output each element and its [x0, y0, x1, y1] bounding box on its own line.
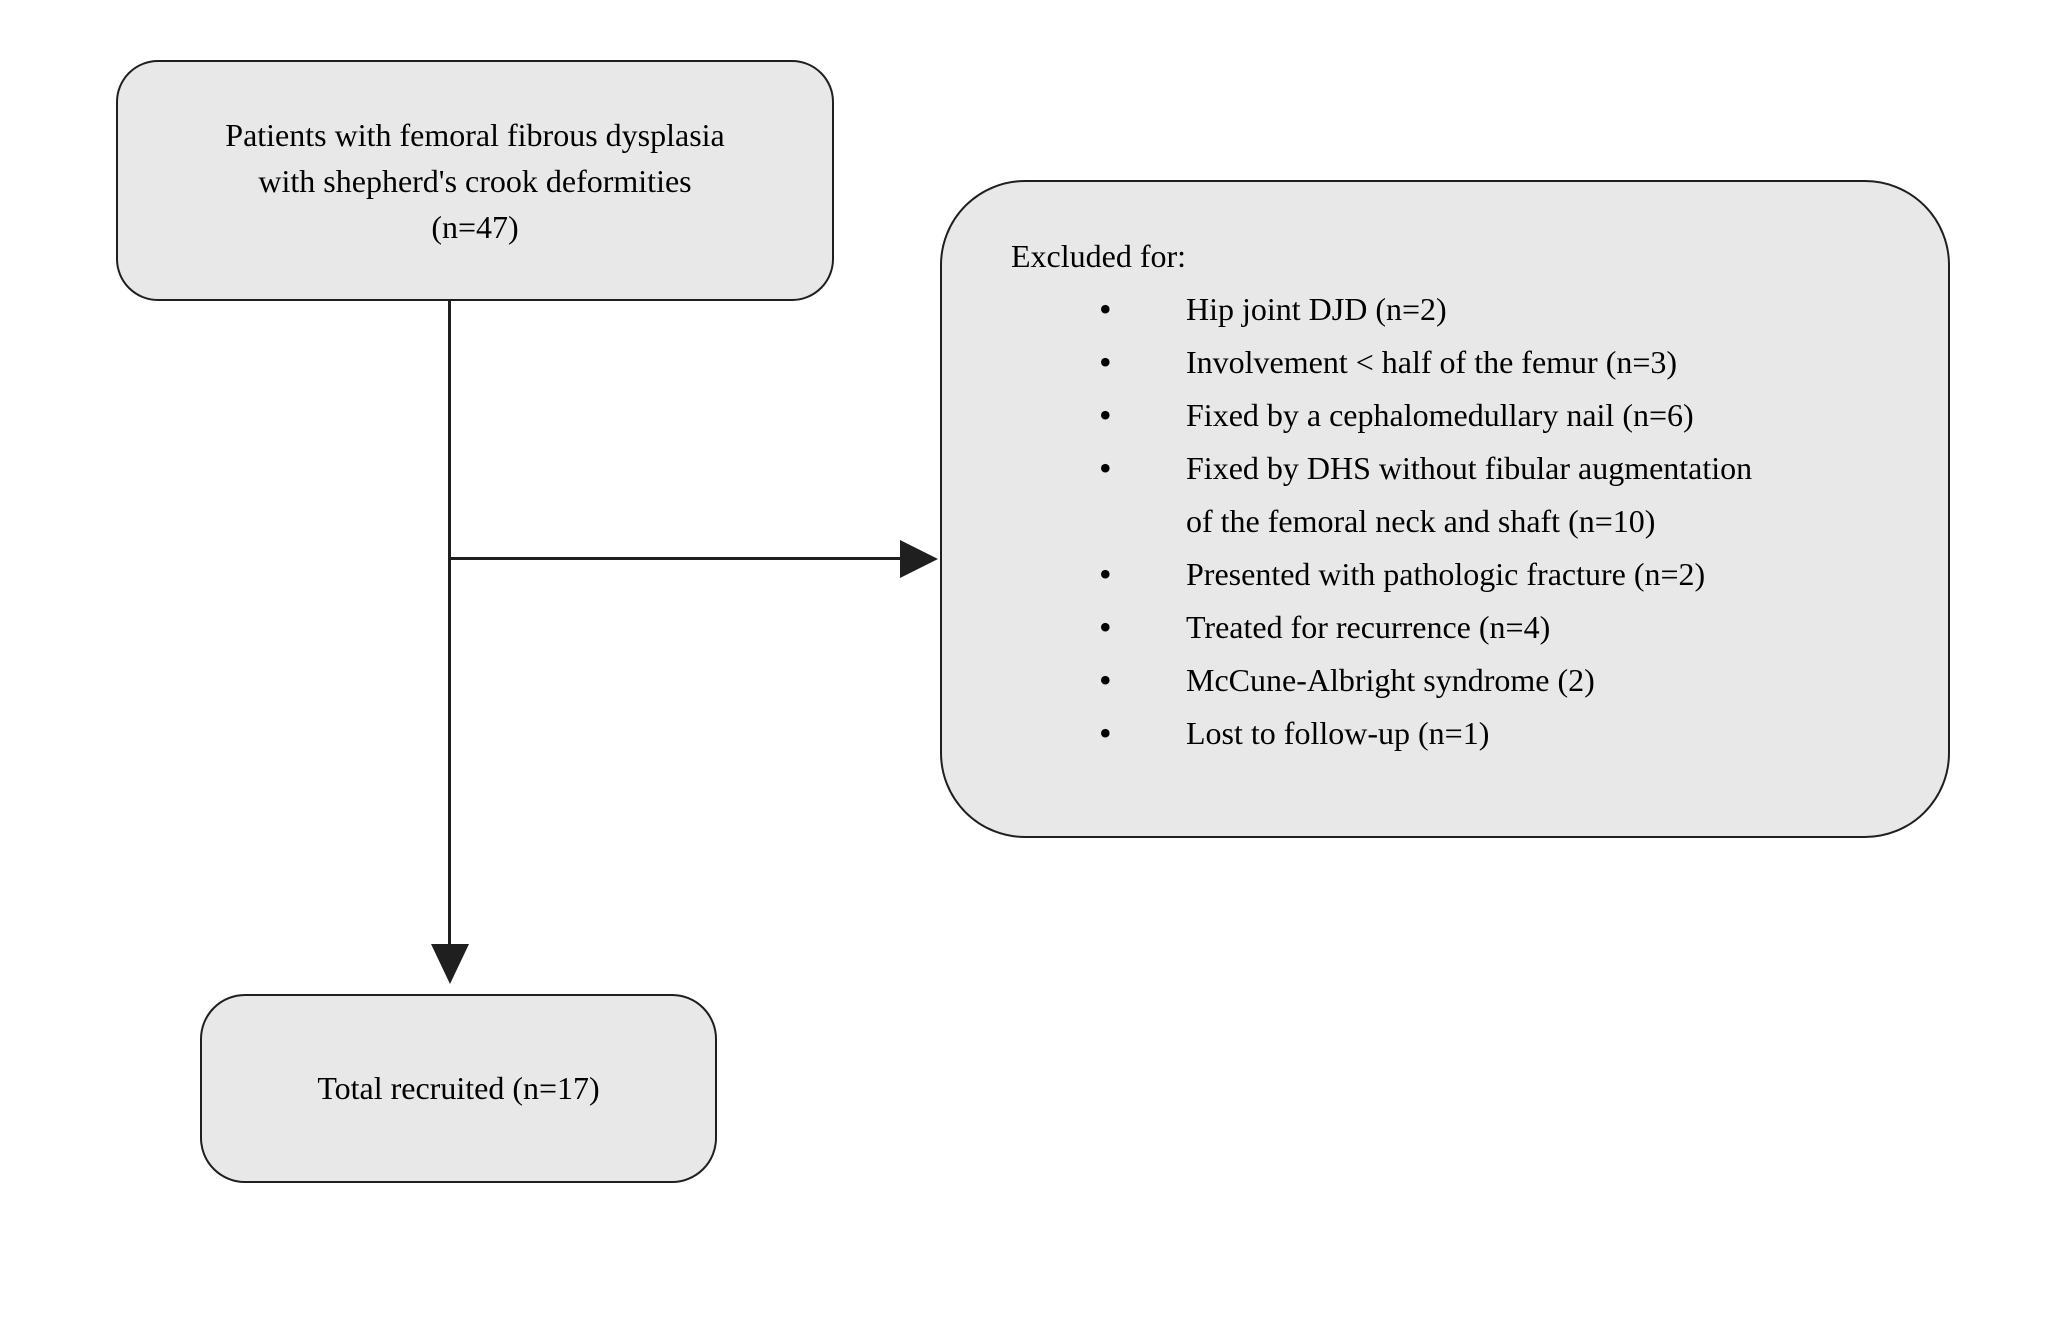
- population-box-text: Patients with femoral fibrous dysplasia …: [225, 116, 725, 245]
- exclusion-item-pathologic-fracture: Presented with pathologic fracture (n=2): [1011, 548, 1848, 601]
- total-recruited-box: Total recruited (n=17): [200, 994, 717, 1183]
- exclusion-box: Excluded for: Hip joint DJD (n=2) Involv…: [940, 180, 1950, 838]
- connector-vertical-line: [448, 301, 451, 946]
- connector-horizontal-line: [450, 557, 902, 560]
- right-arrowhead-icon: [900, 540, 938, 578]
- exclusion-item-mccune-albright: McCune-Albright syndrome (2): [1011, 654, 1848, 707]
- exclusion-item-recurrence: Treated for recurrence (n=4): [1011, 601, 1848, 654]
- exclusion-item-lost-follow-up: Lost to follow-up (n=1): [1011, 707, 1848, 760]
- exclusion-item-cephalomedullary-nail: Fixed by a cephalomedullary nail (n=6): [1011, 389, 1848, 442]
- population-box: Patients with femoral fibrous dysplasia …: [116, 60, 834, 301]
- total-recruited-text: Total recruited (n=17): [317, 1070, 600, 1106]
- exclusion-item-dhs: Fixed by DHS without fibular augmentatio…: [1011, 442, 1848, 548]
- down-arrowhead-icon: [431, 944, 469, 984]
- exclusion-list: Hip joint DJD (n=2) Involvement < half o…: [1011, 283, 1848, 760]
- exclusion-item-hip-djd: Hip joint DJD (n=2): [1011, 283, 1848, 336]
- exclusion-box-content: Excluded for: Hip joint DJD (n=2) Involv…: [942, 182, 1948, 760]
- exclusion-header: Excluded for:: [1011, 238, 1187, 274]
- exclusion-item-involvement: Involvement < half of the femur (n=3): [1011, 336, 1848, 389]
